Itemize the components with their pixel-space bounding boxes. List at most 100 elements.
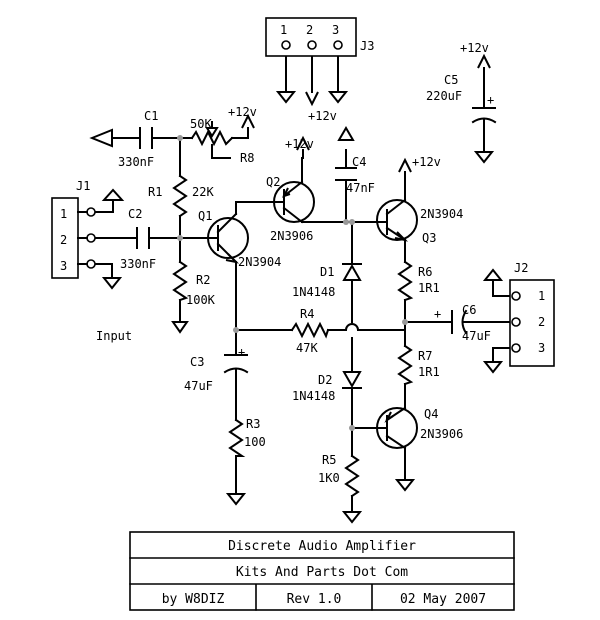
resistor-r3 (228, 418, 246, 457)
ground-j1-pin1 (101, 188, 125, 201)
label-c2: C2 (128, 207, 142, 221)
resistor-r4 (290, 321, 330, 339)
label-r7: R7 (418, 349, 432, 363)
label-j2: J2 (514, 261, 528, 275)
connector-j1 (51, 197, 96, 279)
label-r2: R2 (196, 273, 210, 287)
label-r8: R8 (240, 151, 254, 165)
label-vcc-j3: +12v (308, 109, 337, 123)
label-input: Input (96, 329, 132, 343)
label-q1: Q1 (198, 209, 212, 223)
label-r4-value: 47K (296, 341, 318, 355)
label-r5: R5 (322, 453, 336, 467)
label-vcc-c5: +12v (460, 41, 489, 55)
resistor-r5 (344, 454, 360, 498)
connector-j2 (509, 279, 555, 367)
transistor-q2 (273, 180, 315, 224)
title-block-title: Discrete Audio Amplifier (228, 539, 416, 554)
ground-c4 (337, 126, 355, 141)
vcc-arrow-q2 (296, 135, 310, 151)
title-block-subtitle: Kits And Parts Dot Com (236, 565, 408, 580)
label-r3: R3 (246, 417, 260, 431)
label-q2-part: 2N3906 (270, 229, 313, 243)
label-q3: Q3 (422, 231, 436, 245)
label-j2-pin1: 1 (538, 289, 545, 303)
label-r5-value: 1K0 (318, 471, 340, 485)
resistor-r1 (172, 174, 188, 218)
ground-r5 (341, 511, 363, 524)
resistor-r7 (397, 344, 414, 386)
label-q2: Q2 (266, 175, 280, 189)
label-c6-plus: + (434, 307, 441, 321)
ground-symbols (89, 91, 504, 524)
resistor-r2 (172, 260, 189, 302)
title-block-date: 02 May 2007 (400, 592, 486, 607)
label-j3-pin3: 3 (332, 23, 339, 37)
ground-r3 (225, 493, 247, 506)
label-c4: C4 (352, 155, 366, 169)
vcc-arrow-j3 (305, 91, 319, 107)
transistor-q4 (376, 406, 418, 450)
label-c5-value: 220uF (426, 89, 462, 103)
ground-r2 (171, 321, 189, 334)
label-c3: C3 (190, 355, 204, 369)
label-q3-part: 2N3904 (420, 207, 463, 221)
label-j3-pin1: 1 (280, 23, 287, 37)
vcc-arrow-q3 (398, 157, 412, 173)
label-c2-value: 330nF (120, 257, 156, 271)
title-block-author: by W8DIZ (162, 592, 225, 607)
label-j1-pin1: 1 (60, 207, 67, 221)
label-d2-part: 1N4148 (292, 389, 335, 403)
capacitor-c1 (139, 127, 153, 149)
label-vcc-q2: +12v (285, 137, 314, 151)
label-j3-pin2: 2 (306, 23, 313, 37)
label-d2: D2 (318, 373, 332, 387)
capacitor-c4 (335, 167, 357, 181)
capacitor-c3 (223, 354, 249, 374)
label-d1: D1 (320, 265, 334, 279)
potentiometer-r8 (190, 121, 234, 159)
diode-d1 (342, 259, 362, 281)
label-c4-value: 47nF (346, 181, 375, 195)
label-r1-value: 22K (192, 185, 214, 199)
label-r8-value: 50K (190, 117, 212, 131)
label-c5-plus: + (487, 93, 494, 107)
label-vcc-q3: +12v (412, 155, 441, 169)
component-labels: C1 330nF 50K R8 +12v R1 22K C2 330nF J1 … (60, 23, 545, 485)
label-c1: C1 (144, 109, 158, 123)
label-j1-pin3: 3 (60, 259, 67, 273)
junction-dots (177, 135, 408, 431)
ground-j3-pin1 (275, 91, 297, 104)
label-j1-pin2: 2 (60, 233, 67, 247)
ground-j2-pin1 (482, 268, 504, 281)
label-c1-value: 330nF (118, 155, 154, 169)
vcc-arrow-c5 (477, 53, 491, 69)
label-r4: R4 (300, 307, 314, 321)
label-c6-value: 47uF (462, 329, 491, 343)
label-c3-plus: + (238, 345, 245, 359)
transistor-q1 (207, 212, 249, 264)
wire-crossover (344, 323, 360, 332)
title-block: Discrete Audio Amplifier Kits And Parts … (129, 531, 515, 611)
resistor-r6 (397, 260, 414, 302)
label-q4-part: 2N3906 (420, 427, 463, 441)
label-c5: C5 (444, 73, 458, 87)
label-r3-value: 100 (244, 435, 266, 449)
label-j2-pin2: 2 (538, 315, 545, 329)
label-r7-value: 1R1 (418, 365, 440, 379)
capacitor-c2 (136, 227, 150, 249)
label-r6: R6 (418, 265, 432, 279)
label-j2-pin3: 3 (538, 341, 545, 355)
label-d1-part: 1N4148 (292, 285, 335, 299)
ground-q4 (394, 479, 416, 492)
ground-j3-pin3 (327, 91, 349, 104)
vcc-arrow-r8 (241, 113, 255, 129)
label-j1: J1 (76, 179, 90, 193)
ground-c1 (89, 128, 113, 148)
label-c6: C6 (462, 303, 476, 317)
label-q1-part: 2N3904 (238, 255, 281, 269)
label-r2-value: 100K (186, 293, 216, 307)
ground-c5 (473, 151, 495, 164)
